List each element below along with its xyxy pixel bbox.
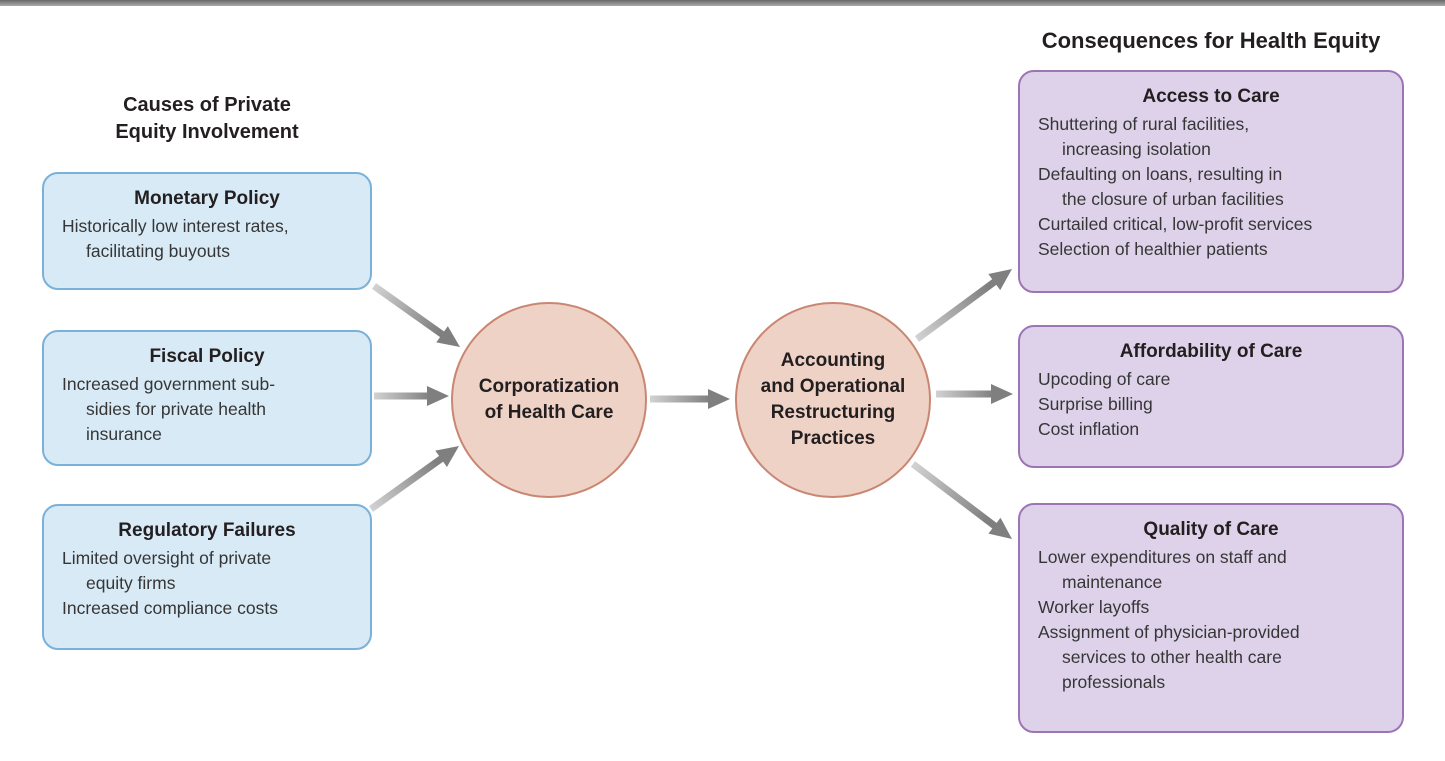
cause-box-regulatory-failures: Regulatory Failures Limited oversight of… (42, 504, 372, 650)
box-title: Access to Care (1142, 86, 1280, 107)
text-line: Increased government sub- (62, 374, 276, 394)
arrow-accounting-to-quality (910, 461, 1012, 539)
circle-label: Corporatization of Health Care (479, 374, 619, 426)
text-line: Equity Involvement (115, 121, 299, 143)
consequence-box-access-to-care: Access to Care Shuttering of rural facil… (1018, 70, 1404, 293)
text-line: Upcoding of care (1038, 369, 1171, 389)
arrow-accounting-to-affordability (936, 384, 1013, 404)
text-line: sidies for private health (86, 399, 266, 419)
box-body: Increased government sub-sidies for priv… (62, 372, 352, 447)
box-title: Affordability of Care (1119, 341, 1303, 362)
text-line: Restructuring (770, 402, 896, 423)
text-line: Curtailed critical, low-profit services (1038, 214, 1313, 234)
text-line: Surprise billing (1038, 394, 1153, 414)
arrow-monetary-to-corporatization (371, 283, 460, 347)
box-body: Historically low interest rates, facilita… (62, 214, 352, 264)
text-line: Increased compliance costs (62, 598, 278, 618)
box-title: Quality of Care (1143, 519, 1279, 540)
cause-box-monetary-policy: Monetary Policy Historically low interes… (42, 172, 372, 290)
text-line: Cost inflation (1038, 419, 1140, 439)
text-line: Worker layoffs (1038, 597, 1150, 617)
arrow-accounting-to-access (914, 269, 1012, 342)
arrow-regulatory-to-corporatization (368, 446, 459, 512)
text-line: Assignment of physician-provided (1038, 622, 1300, 642)
figure-top-rule (0, 0, 1445, 6)
text-line: professionals (1062, 672, 1166, 692)
process-node-corporatization: Corporatization of Health Care (451, 302, 647, 498)
text-line: Causes of Private (123, 94, 291, 116)
text-line: services to other health care (1062, 647, 1282, 667)
consequence-box-quality-of-care: Quality of Care Lower expenditures on st… (1018, 503, 1404, 733)
box-title: Regulatory Failures (118, 520, 296, 541)
text-line: Shuttering of rural facilities, (1038, 114, 1250, 134)
text-line: Lower expenditures on staff and (1038, 547, 1287, 567)
text-line: of Health Care (484, 402, 614, 423)
box-title: Fiscal Policy (149, 346, 265, 367)
text-line: facilitating buyouts (86, 241, 230, 261)
box-body: Shuttering of rural facilities, increasin… (1038, 112, 1384, 262)
text-line: Practices (790, 428, 876, 449)
text-line: increasing isolation (1062, 139, 1211, 159)
box-body: Lower expenditures on staff and maintenan… (1038, 545, 1384, 695)
text-line: Historically low interest rates, (62, 216, 289, 236)
text-line: the closure of urban facilities (1062, 189, 1284, 209)
cause-box-fiscal-policy: Fiscal Policy Increased government sub-s… (42, 330, 372, 466)
text-line: maintenance (1062, 572, 1163, 592)
text-line: Defaulting on loans, resulting in (1038, 164, 1283, 184)
box-body: Limited oversight of private equity firms… (62, 546, 352, 621)
text-line: Corporatization (478, 376, 620, 397)
consequences-column-header: Consequences for Health Equity (1041, 28, 1381, 53)
arrow-fiscal-to-corporatization (374, 386, 449, 406)
text-line: Accounting (780, 350, 886, 371)
text-line: Limited oversight of private (62, 548, 272, 568)
arrow-corporatization-to-accounting (650, 389, 730, 409)
text-line: Selection of healthier patients (1038, 239, 1268, 259)
text-line: insurance (86, 424, 162, 444)
text-line: and Operational (760, 376, 906, 397)
text-line: equity firms (86, 573, 176, 593)
box-title: Monetary Policy (134, 188, 280, 209)
